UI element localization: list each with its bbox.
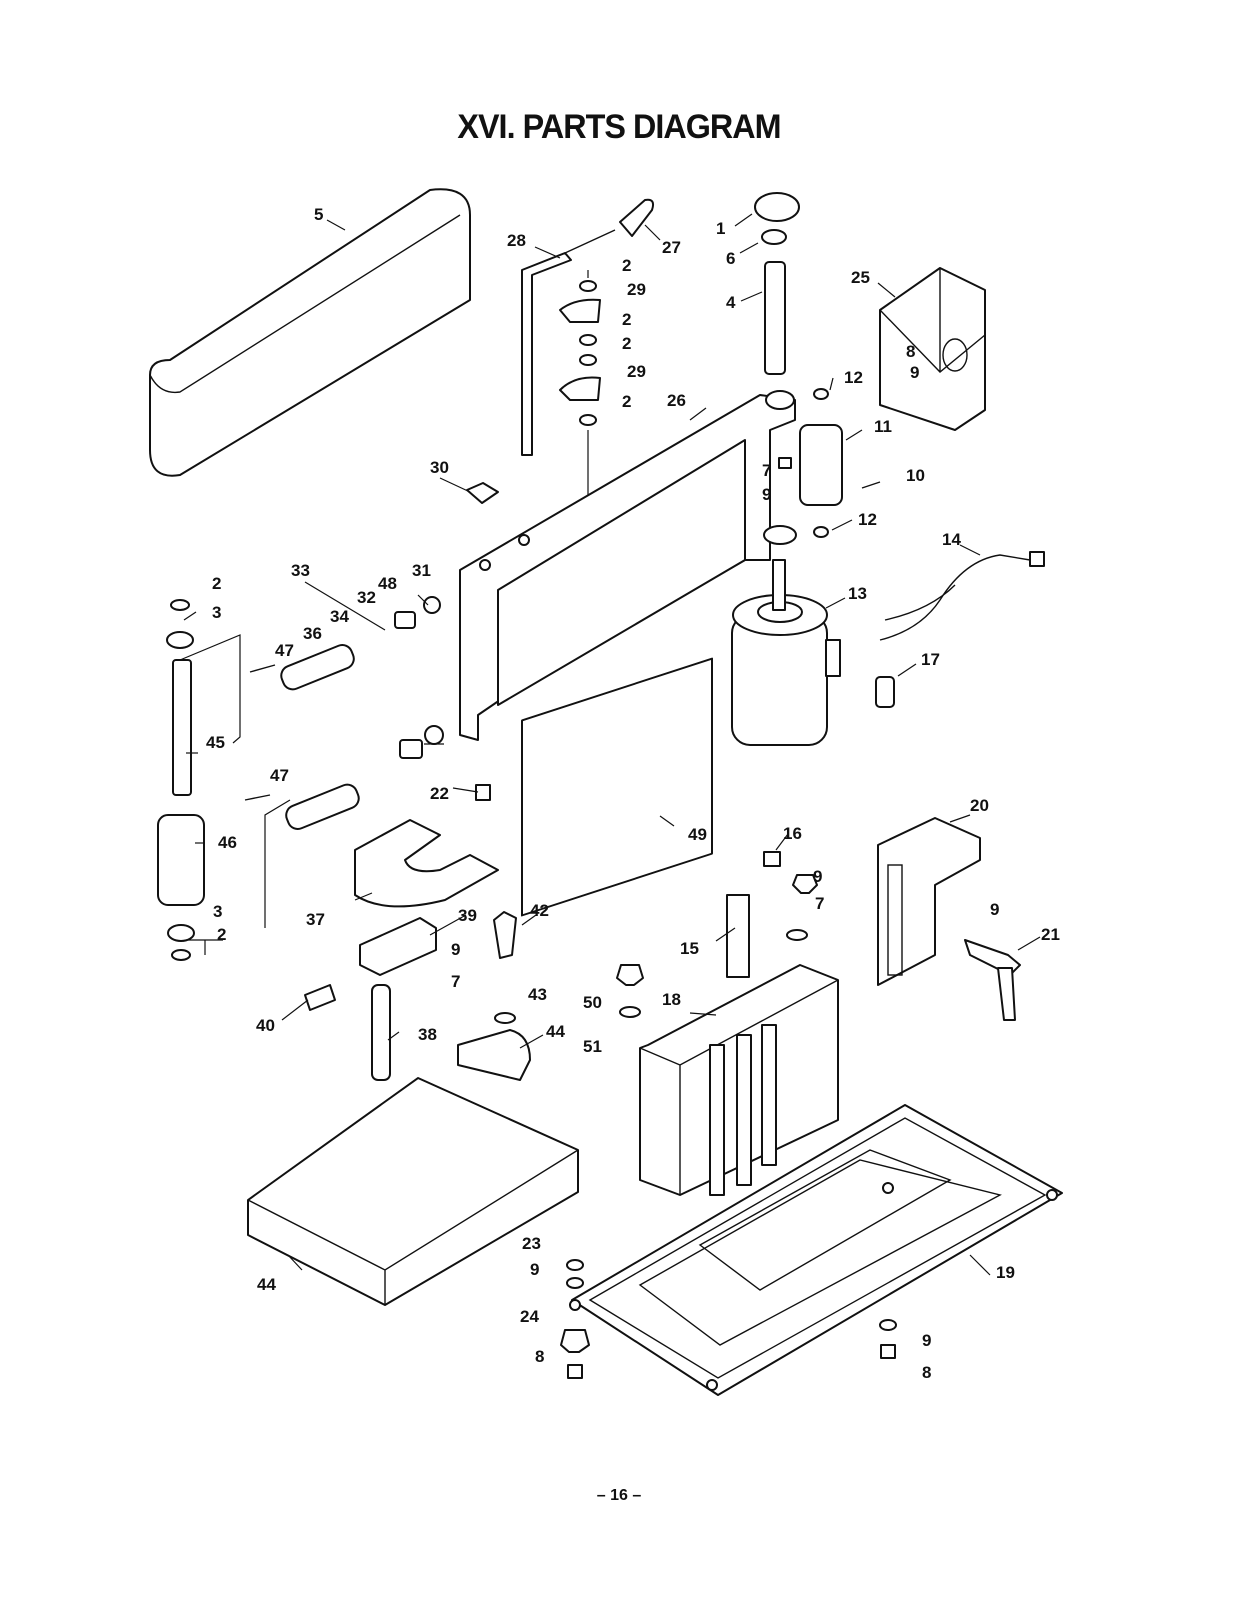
label-2b: 2 (622, 310, 631, 329)
bolts (466, 457, 818, 1018)
label-8a: 8 (906, 342, 915, 361)
label-33: 33 (291, 561, 310, 580)
label-9d: 9 (990, 900, 999, 919)
leader-lines (179, 213, 1041, 1276)
motor (731, 559, 841, 746)
label-25: 25 (851, 268, 870, 287)
label-30: 30 (430, 458, 449, 477)
label-36: 36 (303, 624, 322, 643)
label-43: 44 (546, 1022, 565, 1041)
label-34: 34 (330, 607, 349, 626)
table-bracket (304, 917, 437, 1081)
label-47a: 47 (275, 641, 294, 660)
label-9e: 9 (451, 940, 460, 959)
label-1: 1 (716, 219, 725, 238)
power-cord (875, 551, 1045, 708)
label-2e: 2 (212, 574, 221, 593)
label-12b: 12 (858, 510, 877, 529)
fence-bracket (877, 817, 981, 986)
label-21: 21 (1041, 925, 1060, 944)
label-13: 13 (848, 584, 867, 603)
label-8b: 8 (535, 1347, 544, 1366)
page-title: XVI. PARTS DIAGRAM (457, 108, 781, 146)
label-5: 5 (314, 205, 323, 224)
base-pan (569, 1104, 1063, 1396)
label-7b: 7 (815, 894, 824, 913)
label-8c: 8 (922, 1363, 931, 1382)
guide-bar (726, 894, 750, 978)
label-41: 42 (530, 901, 549, 920)
label-29b: 29 (627, 362, 646, 381)
label-26: 26 (667, 391, 686, 410)
label-11: 11 (874, 417, 892, 436)
label-9b: 9 (762, 485, 771, 504)
sanding-frame (459, 390, 797, 741)
label-23: 23 (522, 1234, 541, 1253)
label-29a: 29 (627, 280, 646, 299)
label-38: 38 (418, 1025, 437, 1044)
label-17: 17 (921, 650, 940, 669)
column-base (639, 964, 839, 1196)
base-block (247, 1077, 579, 1306)
label-19: 19 (996, 1263, 1015, 1282)
belt-guard (879, 267, 986, 431)
label-20: 20 (970, 796, 989, 815)
label-7a: 7 (762, 461, 771, 480)
page-number: – 16 – (596, 1487, 642, 1504)
label-9c: 9 (813, 867, 822, 886)
label-28: 28 (507, 231, 526, 250)
label-9a: 9 (910, 363, 919, 382)
work-table (354, 819, 499, 908)
label-27: 27 (662, 238, 681, 257)
label-42: 43 (528, 985, 547, 1004)
miter-knob (457, 911, 531, 1081)
tension-rod (521, 198, 655, 456)
bottom-fasteners (560, 1259, 897, 1379)
label-4: 4 (726, 293, 736, 312)
label-22: 22 (430, 784, 449, 803)
spindle-assembly (157, 599, 205, 961)
label-46: 46 (218, 833, 237, 852)
label-40: 40 (256, 1016, 275, 1035)
label-39: 39 (458, 906, 477, 925)
idler-drum (799, 388, 881, 538)
label-2d: 2 (622, 392, 631, 411)
label-15: 15 (680, 939, 699, 958)
label-3a: 3 (212, 603, 221, 622)
label-18: 18 (662, 990, 681, 1009)
label-32: 32 (357, 588, 376, 607)
label-44: 44 (257, 1275, 276, 1294)
label-12a: 12 (844, 368, 863, 387)
label-2a: 2 (622, 256, 631, 275)
pivot-pins (244, 644, 360, 830)
label-9g: 9 (922, 1331, 931, 1350)
label-14: 14 (942, 530, 961, 549)
label-45: 45 (206, 733, 225, 752)
label-24: 24 (520, 1307, 539, 1326)
abrasive-screen (521, 657, 713, 917)
label-2c: 2 (622, 334, 631, 353)
label-6: 6 (726, 249, 735, 268)
top-shaft (754, 192, 800, 375)
spring-set (394, 596, 444, 759)
label-7c: 7 (451, 972, 460, 991)
label-48: 48 (378, 574, 397, 593)
label-51: 51 (583, 1037, 602, 1056)
label-3b: 3 (213, 902, 222, 921)
label-9f: 9 (530, 1260, 539, 1279)
label-37: 37 (306, 910, 325, 929)
label-2f: 2 (217, 925, 226, 944)
lock-handle (964, 939, 1021, 1021)
label-10: 10 (906, 466, 925, 485)
washer-stack (522, 270, 601, 541)
label-50: 50 (583, 993, 602, 1012)
sanding-belt (149, 188, 471, 477)
label-47b: 47 (270, 766, 289, 785)
label-16: 16 (783, 824, 802, 843)
label-31: 31 (412, 561, 431, 580)
label-49: 49 (688, 825, 707, 844)
